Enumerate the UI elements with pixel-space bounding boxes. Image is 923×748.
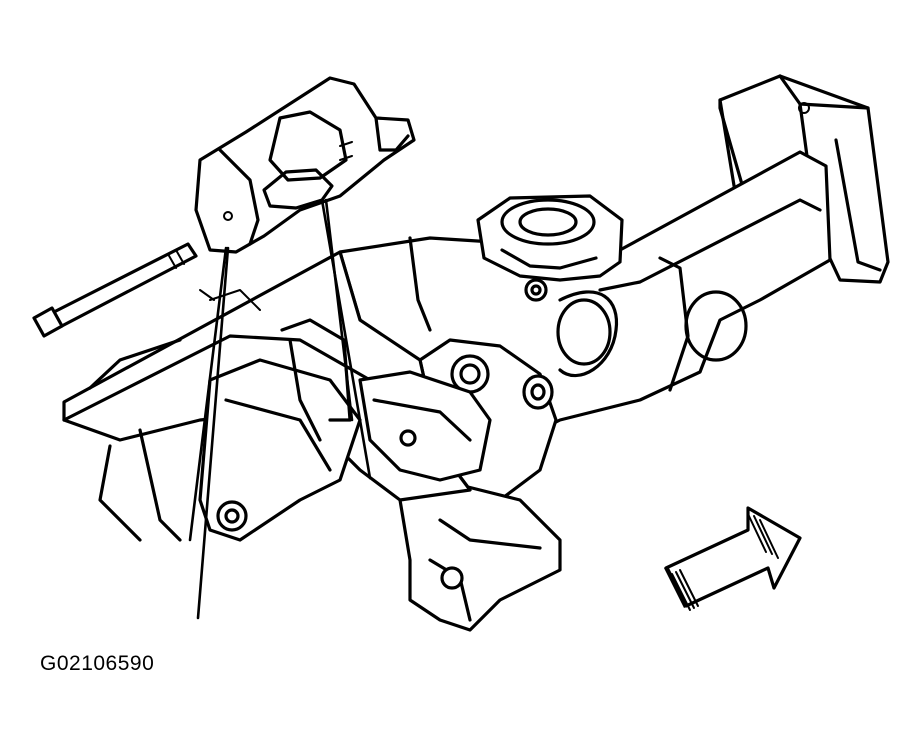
through-bolt: [32, 242, 198, 338]
lower-mount-bracket: [198, 318, 362, 542]
figure-id-label: G02106590: [40, 652, 155, 675]
engine-mount-bracket: [194, 76, 416, 254]
leader-lines: [188, 198, 372, 620]
lower-frame-leg: [398, 478, 562, 632]
side-mount-plate: [358, 370, 492, 482]
front-direction-arrow-icon: [664, 506, 802, 611]
spring-seat-mount: [476, 194, 624, 282]
